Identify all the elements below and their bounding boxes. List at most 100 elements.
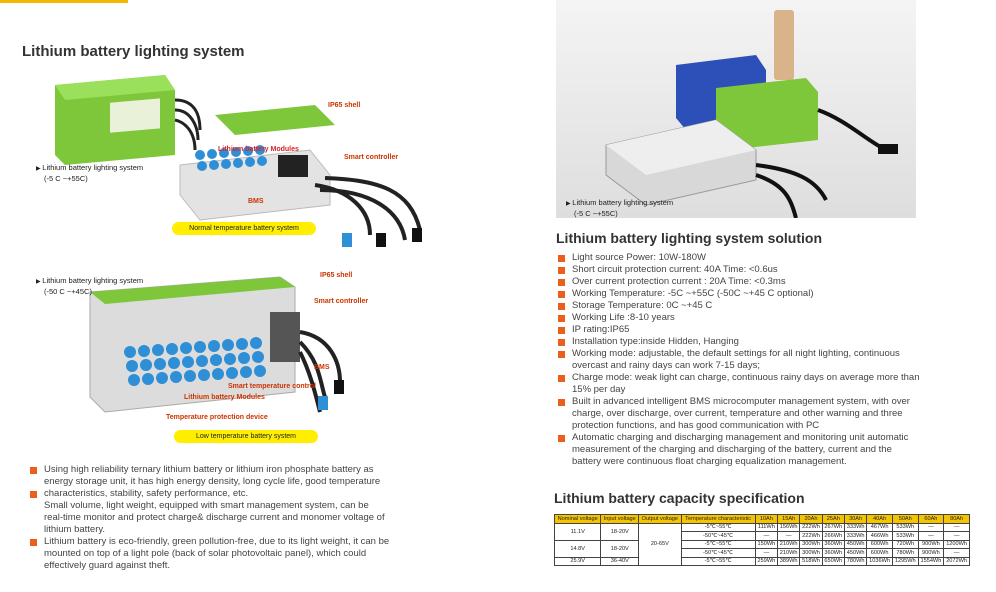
table-row: 11.1V 18-20V 20-65V -5℃~55℃ 111Wh 156Wh … [553, 522, 970, 566]
left-bullet-0: Using high reliability ternary lithium b… [30, 464, 450, 476]
cell: 333Wh [843, 531, 868, 541]
normal-caption: Lithium battery lighting system (-5 C ~+… [36, 163, 156, 183]
cell-output: 20-65V [638, 522, 682, 566]
low-pill: Low temperature battery system [174, 430, 318, 443]
solution-title: Lithium battery lighting system solution [556, 230, 823, 246]
solution-item-11: 15% per day [572, 384, 626, 395]
cell: 222Wh [799, 531, 823, 541]
cell: 2072Wh [943, 556, 970, 566]
cell: 533Wh [891, 531, 919, 541]
cell: 210Wh [777, 539, 801, 549]
solution-item-16: measurement of the charging and discharg… [572, 444, 892, 455]
normal-label-modules: Lithium battery Modules [218, 146, 299, 153]
cell: 210Wh [777, 548, 801, 558]
table-row: 25.9V 36-40V -5℃~55℃ 259Wh 389Wh 518Wh 6… [553, 556, 970, 566]
cell-nominal: 11.1V [553, 522, 602, 541]
cell-temp: -5℃~55℃ [680, 556, 756, 566]
cell: 600Wh [866, 539, 893, 549]
cell: 720Wh [891, 539, 919, 549]
cell: — [917, 531, 945, 541]
left-bullet-4: real-time monitor and protect charge& di… [44, 512, 385, 523]
left-bullet-8: effectively guard against theft. [44, 560, 171, 571]
normal-caption-line2: (-5 C ~+55C) [44, 174, 88, 183]
low-caption: Lithium battery lighting system (-50 C ~… [36, 276, 156, 296]
cell: — [943, 548, 970, 558]
cell: 360Wh [821, 548, 845, 558]
low-label-temp-control: Smart temperature control [228, 383, 316, 390]
solution-item-7: Installation type:inside Hidden, Hanging [558, 336, 978, 348]
cell: 780Wh [843, 556, 868, 566]
cell-input: 36-40V [600, 556, 640, 566]
cell: — [777, 531, 801, 541]
table-header-row: Nominal voltage Input voltage Output vol… [553, 514, 970, 524]
cell-nominal: 25.9V [553, 556, 602, 566]
photo-caption-line1: Lithium battery lighting system [572, 198, 674, 207]
solution-item-9: overcast and rainy days can work 7-15 da… [572, 360, 760, 371]
cell: 222Wh [799, 522, 823, 532]
cell: 389Wh [777, 556, 801, 566]
cell-input: 18-20V [600, 522, 640, 541]
battery-closed-icon [55, 75, 202, 165]
cell: 466Wh [866, 531, 893, 541]
cell: 1554Wh [917, 556, 945, 566]
normal-label-ip65: IP65 shell [328, 102, 361, 109]
cell: 360Wh [821, 539, 845, 549]
cell: 333Wh [843, 522, 868, 532]
low-label-ip65: IP65 shell [320, 272, 353, 279]
th-nominal: Nominal voltage [553, 514, 602, 524]
th-80ah: 80Ah [943, 514, 970, 524]
cell-temp: -5℃~55℃ [680, 539, 756, 549]
solution-item-14: protection functions, and has good commu… [572, 420, 820, 431]
cell: 259Wh [754, 556, 779, 566]
low-label-modules: Lithium battery Modules [184, 394, 265, 401]
solution-item-2: Over current protection current : 20A Ti… [558, 276, 978, 288]
cell-temp: -5℃~55℃ [680, 522, 756, 532]
cell: — [754, 531, 779, 541]
cell: 300Wh [799, 539, 823, 549]
th-15ah: 15Ah [777, 514, 801, 524]
low-label-protection: Temperature protection device [166, 414, 268, 421]
cell: 533Wh [891, 522, 919, 532]
th-output: Output voltage [638, 514, 682, 524]
cell: — [917, 522, 945, 532]
cell-temp: -50℃~45℃ [680, 531, 756, 541]
left-bullet-list: Using high reliability ternary lithium b… [30, 464, 450, 572]
low-temp-battery-illustration [89, 276, 344, 413]
cell: — [943, 531, 970, 541]
cell: 111Wh [754, 522, 779, 532]
cell: 450Wh [843, 548, 868, 558]
solution-item-3: Working Temperature: -5C ~+55C (-50C ~+4… [558, 288, 978, 300]
top-accent-bar [0, 0, 128, 3]
normal-battery-illustration [55, 75, 422, 247]
th-30ah: 30Ah [843, 514, 868, 524]
cell: 900Wh [917, 539, 945, 549]
cell: — [754, 548, 779, 558]
photo-caption: Lithium battery lighting system (-5 C ~+… [566, 198, 696, 218]
cell-nominal: 14.8V [553, 539, 602, 558]
solution-item-4: Storage Temperature: 0C ~+45 C [558, 300, 978, 312]
cell-input: 18-20V [600, 539, 640, 558]
solution-item-17: battery were continuous float charging e… [572, 456, 847, 467]
cell: 900Wh [917, 548, 945, 558]
cell: 467Wh [866, 522, 893, 532]
low-label-bms: BMS [314, 364, 330, 371]
low-caption-line1: Lithium battery lighting system [42, 276, 144, 285]
th-60ah: 60Ah [917, 514, 945, 524]
cell: 300Wh [799, 548, 823, 558]
normal-caption-line1: Lithium battery lighting system [42, 163, 144, 172]
left-bullet-1: energy storage unit, it has high energy … [44, 476, 381, 487]
product-photo [556, 0, 916, 219]
battery-open-icon [179, 105, 422, 247]
th-25ah: 25Ah [821, 514, 845, 524]
cell: 600Wh [866, 548, 893, 558]
left-bullet-5: lithium battery. [44, 524, 106, 535]
th-input: Input voltage [600, 514, 640, 524]
solution-item-12: Built in advanced intelligent BMS microc… [558, 396, 978, 408]
th-40ah: 40Ah [866, 514, 893, 524]
cell-temp: -50℃~45℃ [680, 548, 756, 558]
photo-caption-line2: (-5 C ~+55C) [574, 209, 618, 218]
left-bullet-7: mounted on top of a light pole (back of … [44, 548, 367, 559]
left-bullet-2: characteristics, stability, safety perfo… [30, 488, 450, 500]
th-10ah: 10Ah [754, 514, 779, 524]
solution-item-0: Light source Power: 10W-180W [558, 252, 978, 264]
